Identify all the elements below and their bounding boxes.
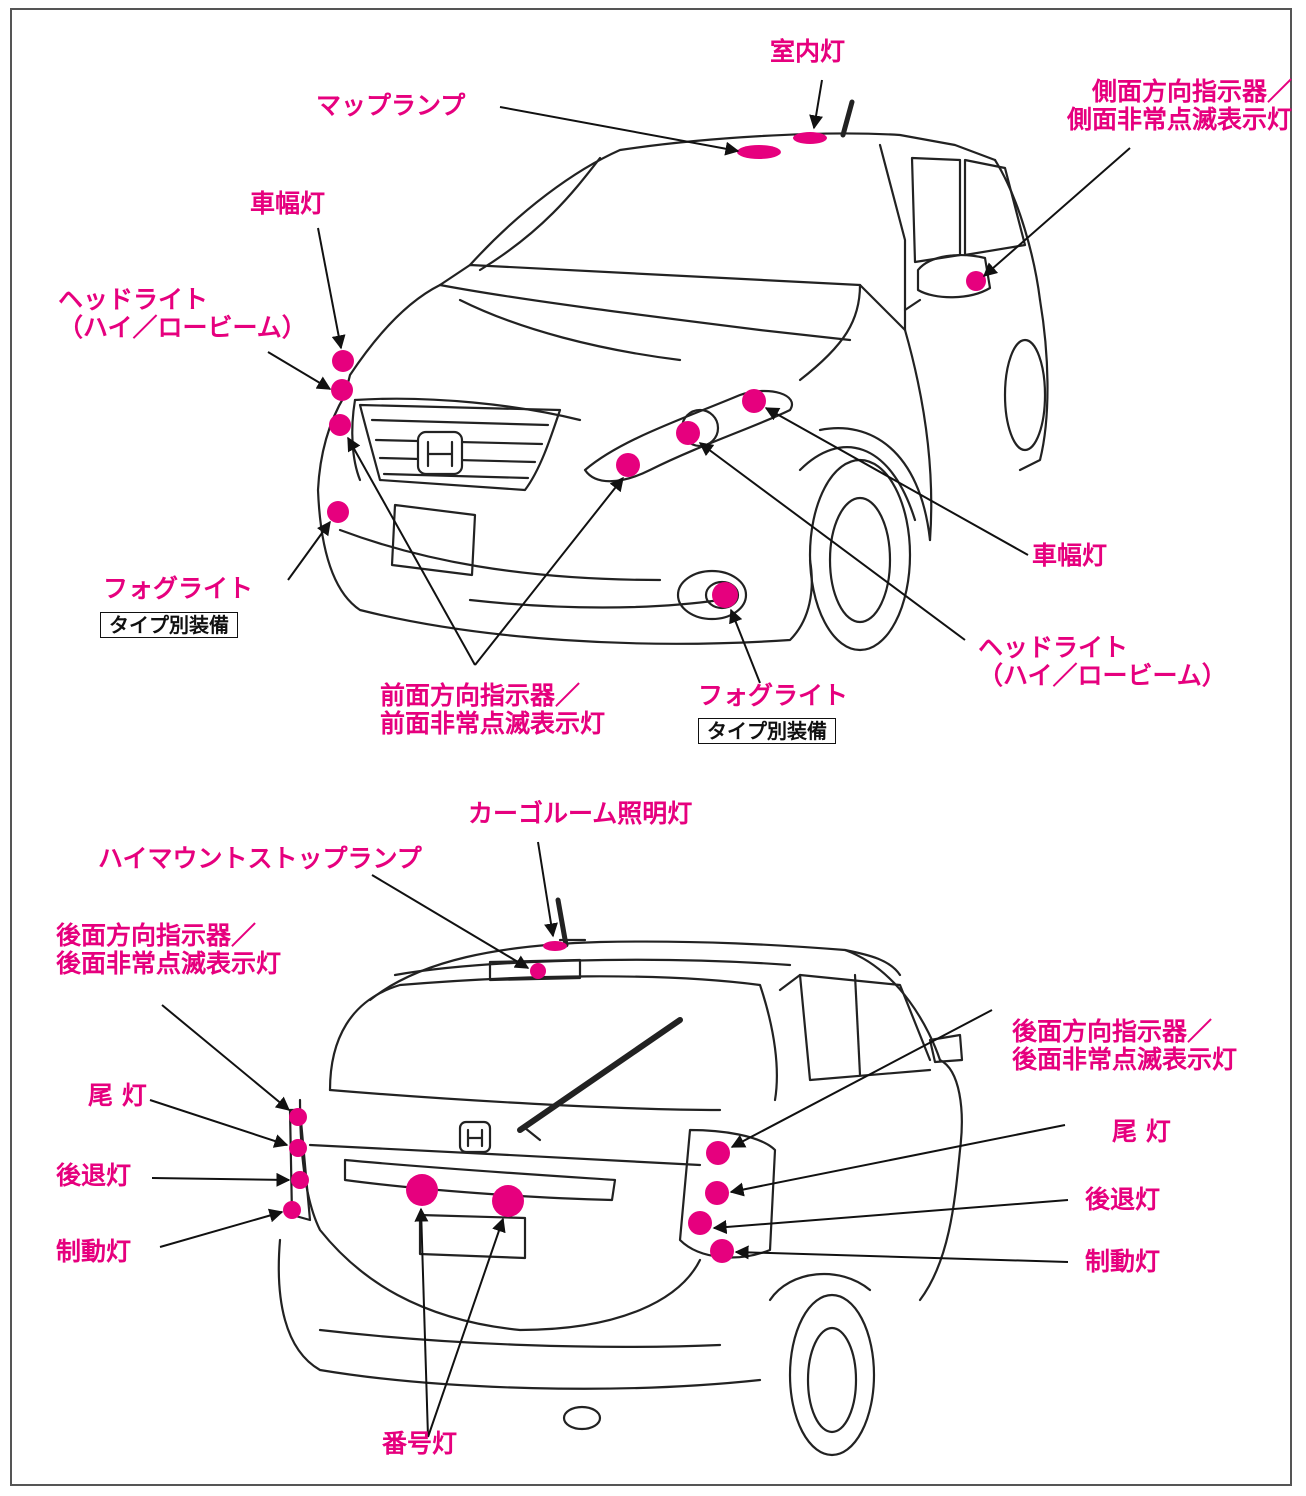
- label-fog-light-left: フォグライト: [103, 574, 254, 603]
- label-headlight-left: ヘッドライト （ハイ／ロービーム）: [58, 286, 307, 342]
- label-fog-light-right: フォグライト: [698, 681, 849, 710]
- arrow-backup-left: [151, 1172, 291, 1187]
- fog-light-right-marker: [712, 582, 738, 608]
- tail-light-right-marker: [705, 1181, 729, 1205]
- label-rear-turn-signal-right-line1: 後面方向指示器／: [1012, 1017, 1213, 1046]
- arrow-clearance-right: [764, 407, 1029, 556]
- brake-light-right-marker: [710, 1239, 734, 1263]
- arrow-interior-light: [809, 79, 823, 130]
- arrow-front-turn-left: [347, 436, 476, 666]
- label-brake-light-left: 制動灯: [56, 1237, 132, 1266]
- high-mount-stop-lamp-marker: [530, 963, 546, 979]
- rear-turn-signal-left-marker: [289, 1108, 307, 1126]
- license-light-right-marker: [492, 1185, 524, 1217]
- cargo-room-light-marker: [543, 941, 567, 951]
- brake-light-left-marker: [283, 1201, 301, 1219]
- headlight-left-marker-lower: [329, 414, 351, 436]
- label-rear-turn-signal-left-line2: 後面非常点滅表示灯: [56, 949, 282, 978]
- arrow-fog-right: [729, 608, 761, 684]
- label-tail-light-right: 尾 灯: [1112, 1117, 1171, 1146]
- front-turn-signal-right-marker: [616, 453, 640, 477]
- label-headlight-left-line1: ヘッドライト: [58, 285, 209, 314]
- label-brake-light-right: 制動灯: [1085, 1247, 1161, 1276]
- arrow-headlight-right: [698, 442, 966, 641]
- rear-turn-signal-right-marker: [706, 1141, 730, 1165]
- arrow-rear-turn-right: [730, 1009, 993, 1148]
- diagram-frame: [10, 8, 1292, 1486]
- label-side-turn-signal: 側面方向指示器／ 側面非常点滅表示灯: [1030, 78, 1292, 134]
- arrow-brake-left: [159, 1208, 284, 1248]
- interior-light-marker: [793, 132, 827, 144]
- label-clearance-light-right: 車幅灯: [1032, 541, 1108, 570]
- label-high-mount-stop-lamp: ハイマウントストップランプ: [98, 844, 422, 873]
- label-cargo-room-light: カーゴルーム照明灯: [468, 799, 693, 828]
- arrow-front-turn-right: [474, 476, 624, 666]
- label-tail-light-left: 尾 灯: [88, 1081, 147, 1110]
- label-backup-light-left: 後退灯: [56, 1161, 132, 1190]
- label-rear-turn-signal-left: 後面方向指示器／ 後面非常点滅表示灯: [56, 922, 281, 978]
- label-side-turn-signal-line1: 側面方向指示器／: [1091, 77, 1292, 106]
- headlight-left-marker-upper: [331, 379, 353, 401]
- badge-fog-light-right: タイプ別装備: [698, 718, 836, 744]
- label-clearance-light-left: 車幅灯: [250, 189, 326, 218]
- lamp-markers: [283, 132, 986, 1263]
- clearance-light-left-marker: [332, 350, 354, 372]
- arrow-high-mount: [371, 874, 530, 969]
- headlight-right-marker: [676, 421, 700, 445]
- arrow-tail-left: [149, 1099, 289, 1148]
- label-headlight-right-line2: （ハイ／ロービーム）: [978, 661, 1227, 690]
- arrow-cargo-room: [537, 841, 558, 938]
- label-license-plate-light: 番号灯: [382, 1429, 458, 1458]
- label-front-turn-signal-line1: 前面方向指示器／: [380, 681, 581, 710]
- front-car-drawing: [316, 99, 1049, 652]
- label-interior-light: 室内灯: [770, 37, 846, 66]
- arrow-rear-turn-left: [161, 1004, 291, 1111]
- label-map-lamp: マップランプ: [316, 91, 466, 120]
- fog-light-left-marker: [327, 501, 349, 523]
- label-front-turn-signal-line2: 前面非常点滅表示灯: [380, 709, 606, 738]
- arrow-headlight-left-1: [267, 351, 332, 390]
- label-backup-light-right: 後退灯: [1085, 1185, 1161, 1214]
- arrow-side-turn-signal: [982, 147, 1131, 277]
- side-turn-signal-marker: [966, 271, 986, 291]
- label-rear-turn-signal-right-line2: 後面非常点滅表示灯: [1012, 1045, 1238, 1074]
- arrow-license-right: [427, 1217, 506, 1438]
- label-rear-turn-signal-left-line1: 後面方向指示器／: [56, 921, 257, 950]
- label-side-turn-signal-line2: 側面非常点滅表示灯: [1066, 105, 1292, 134]
- label-headlight-left-line2: （ハイ／ロービーム）: [58, 313, 307, 342]
- badge-fog-light-left: タイプ別装備: [100, 612, 238, 638]
- arrow-tail-right: [729, 1124, 1066, 1197]
- arrow-clearance-left: [317, 227, 346, 350]
- arrow-backup-right: [712, 1199, 1069, 1234]
- license-light-left-marker: [406, 1174, 438, 1206]
- arrow-map-lamp: [499, 106, 740, 156]
- rear-car-drawing: [277, 897, 964, 1457]
- clearance-light-right-marker: [742, 389, 766, 413]
- backup-light-left-marker: [291, 1171, 309, 1189]
- label-headlight-right-line1: ヘッドライト: [978, 633, 1129, 662]
- arrow-fog-left: [287, 520, 331, 581]
- label-rear-turn-signal-right: 後面方向指示器／ 後面非常点滅表示灯: [1012, 1018, 1237, 1074]
- arrow-license-left: [414, 1207, 429, 1438]
- label-front-turn-signal: 前面方向指示器／ 前面非常点滅表示灯: [380, 682, 605, 738]
- arrow-brake-right: [734, 1245, 1069, 1263]
- backup-light-right-marker: [688, 1211, 712, 1235]
- tail-light-left-marker: [289, 1139, 307, 1157]
- leader-arrows: [149, 79, 1131, 1438]
- map-lamp-marker: [737, 145, 781, 159]
- label-headlight-right: ヘッドライト （ハイ／ロービーム）: [978, 634, 1227, 690]
